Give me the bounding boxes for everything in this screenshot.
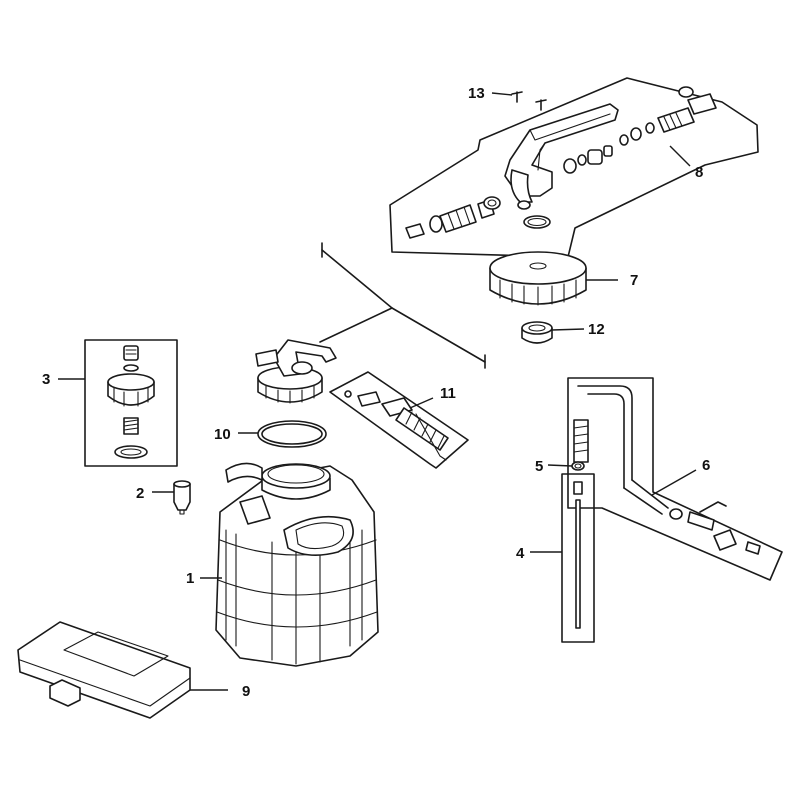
callout-1: 1 <box>186 570 194 587</box>
callout-11: 11 <box>440 385 456 402</box>
callout-6: 6 <box>702 457 710 474</box>
callout-4: 4 <box>516 545 525 562</box>
part-7-lid <box>489 251 587 306</box>
part-4-tube <box>561 473 595 643</box>
part-6-hose-kit <box>567 377 783 581</box>
part-5-small-nut <box>571 461 585 471</box>
part-8-pump-assembly <box>389 77 759 258</box>
callout-labels: 1 2 3 4 5 6 7 8 9 10 11 12 13 <box>42 85 710 700</box>
callout-10: 10 <box>214 426 231 443</box>
callout-5: 5 <box>535 458 543 475</box>
callout-3: 3 <box>42 371 50 388</box>
callout-7: 7 <box>630 272 638 289</box>
callout-8: 8 <box>695 164 703 181</box>
part-3-valve-kit <box>84 339 178 467</box>
part-12-nut <box>521 321 553 344</box>
assembly-bracket <box>319 242 486 369</box>
part-1-tank <box>215 462 379 667</box>
callout-13: 13 <box>468 85 485 102</box>
part-13-screws <box>511 91 547 111</box>
part-9-case <box>17 621 191 719</box>
callout-12: 12 <box>588 321 605 338</box>
part-2-fitting <box>173 480 191 515</box>
leader-lines <box>58 92 697 691</box>
callout-2: 2 <box>136 485 144 502</box>
part-10-gasket <box>257 420 327 448</box>
callout-9: 9 <box>242 683 250 700</box>
lid-pump-assembly <box>255 339 337 404</box>
part-11-filter-assembly <box>329 371 469 469</box>
